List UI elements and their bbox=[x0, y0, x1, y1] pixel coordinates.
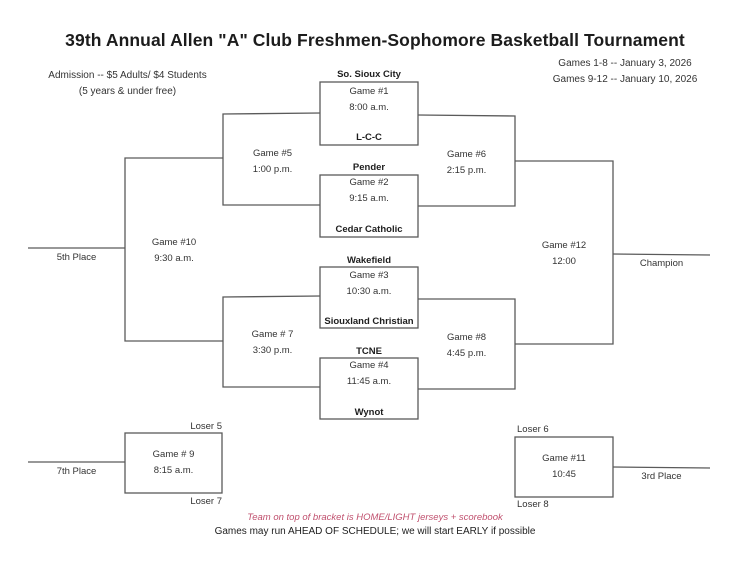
game-7-time: 3:30 p.m. bbox=[252, 345, 293, 356]
game-9-bottom-team: Loser 7 bbox=[190, 496, 222, 507]
game-1-time: 8:00 a.m. bbox=[349, 102, 389, 113]
dates-round-1: Games 1-8 -- January 3, 2026 bbox=[558, 58, 692, 69]
game-1: Game #1 8:00 a.m. bbox=[320, 84, 418, 116]
champion-label: Champion bbox=[639, 258, 684, 269]
dates-round-2: Games 9-12 -- January 10, 2026 bbox=[552, 74, 698, 85]
game-9-time: 8:15 a.m. bbox=[153, 465, 194, 476]
game-12-time: 12:00 bbox=[552, 256, 576, 267]
team-siouxland-christian: Siouxland Christian bbox=[324, 316, 414, 327]
game-9-label: Game # 9 bbox=[152, 449, 195, 460]
game-3-time: 10:30 a.m. bbox=[346, 286, 392, 297]
game-11-time: 10:45 bbox=[552, 469, 576, 480]
game-2-time: 9:15 a.m. bbox=[349, 193, 389, 204]
home-team-note: Team on top of bracket is HOME/LIGHT jer… bbox=[247, 512, 503, 523]
game-3-box bbox=[319, 266, 419, 329]
seventh-place-label: 7th Place bbox=[56, 466, 97, 477]
game-9-top-team: Loser 5 bbox=[190, 421, 222, 432]
admission-price: Admission -- $5 Adults/ $4 Students bbox=[48, 70, 207, 81]
game-11-bottom-team: Loser 8 bbox=[517, 499, 549, 510]
schedule-note: Games may run AHEAD OF SCHEDULE; we will… bbox=[214, 526, 536, 537]
game-5-time: 1:00 p.m. bbox=[252, 164, 293, 175]
game-10-label: Game #10 bbox=[151, 237, 197, 248]
game-10-time: 9:30 a.m. bbox=[154, 253, 194, 264]
game-11-label: Game #11 bbox=[542, 453, 586, 464]
admission-free-note: (5 years & under free) bbox=[78, 86, 177, 97]
game-3-label: Game #3 bbox=[349, 270, 389, 281]
game-9: Game # 9 8:15 a.m. bbox=[125, 447, 222, 479]
game-6: Game #6 2:15 p.m. bbox=[418, 147, 515, 179]
team-lcc: L-C-C bbox=[356, 132, 382, 143]
game-5: Game #5 1:00 p.m. bbox=[225, 146, 320, 178]
third-place-label: 3rd Place bbox=[641, 471, 682, 482]
game-8: Game #8 4:45 p.m. bbox=[418, 330, 515, 362]
team-wakefield: Wakefield bbox=[347, 255, 391, 266]
game-12-label: Game #12 bbox=[541, 240, 587, 251]
game-11: Game #11 10:45 bbox=[515, 451, 613, 483]
game-1-label: Game #1 bbox=[349, 86, 389, 97]
game-11-top-team: Loser 6 bbox=[517, 424, 549, 435]
game-6-label: Game #6 bbox=[446, 149, 487, 160]
team-tcne: TCNE bbox=[356, 346, 382, 357]
game-2: Game #2 9:15 a.m. bbox=[320, 175, 418, 207]
game-9-box bbox=[124, 432, 223, 494]
game-8-time: 4:45 p.m. bbox=[446, 348, 487, 359]
tournament-dates: Games 1-8 -- January 3, 2026 Games 9-12 … bbox=[545, 56, 705, 88]
game-5-label: Game #5 bbox=[252, 148, 293, 159]
game-10: Game #10 9:30 a.m. bbox=[125, 235, 223, 267]
team-wynot: Wynot bbox=[354, 407, 384, 418]
game-4-label: Game #4 bbox=[349, 360, 389, 371]
fifth-place-label: 5th Place bbox=[56, 252, 97, 263]
game-7-label: Game # 7 bbox=[251, 329, 294, 340]
page-title: 39th Annual Allen "A" Club Freshmen-Soph… bbox=[65, 30, 685, 50]
team-so-sioux-city: So. Sioux City bbox=[337, 69, 401, 80]
admission-info: Admission -- $5 Adults/ $4 Students (5 y… bbox=[40, 68, 215, 100]
team-cedar-catholic: Cedar Catholic bbox=[335, 224, 403, 235]
game-7: Game # 7 3:30 p.m. bbox=[225, 327, 320, 359]
team-pender: Pender bbox=[352, 162, 386, 173]
game-6-time: 2:15 p.m. bbox=[446, 165, 487, 176]
game-2-label: Game #2 bbox=[349, 177, 389, 188]
game-4-time: 11:45 a.m. bbox=[346, 376, 392, 387]
game-3: Game #3 10:30 a.m. bbox=[320, 268, 418, 300]
game-4: Game #4 11:45 a.m. bbox=[320, 358, 418, 390]
game-12: Game #12 12:00 bbox=[515, 238, 613, 270]
game-8-label: Game #8 bbox=[446, 332, 487, 343]
